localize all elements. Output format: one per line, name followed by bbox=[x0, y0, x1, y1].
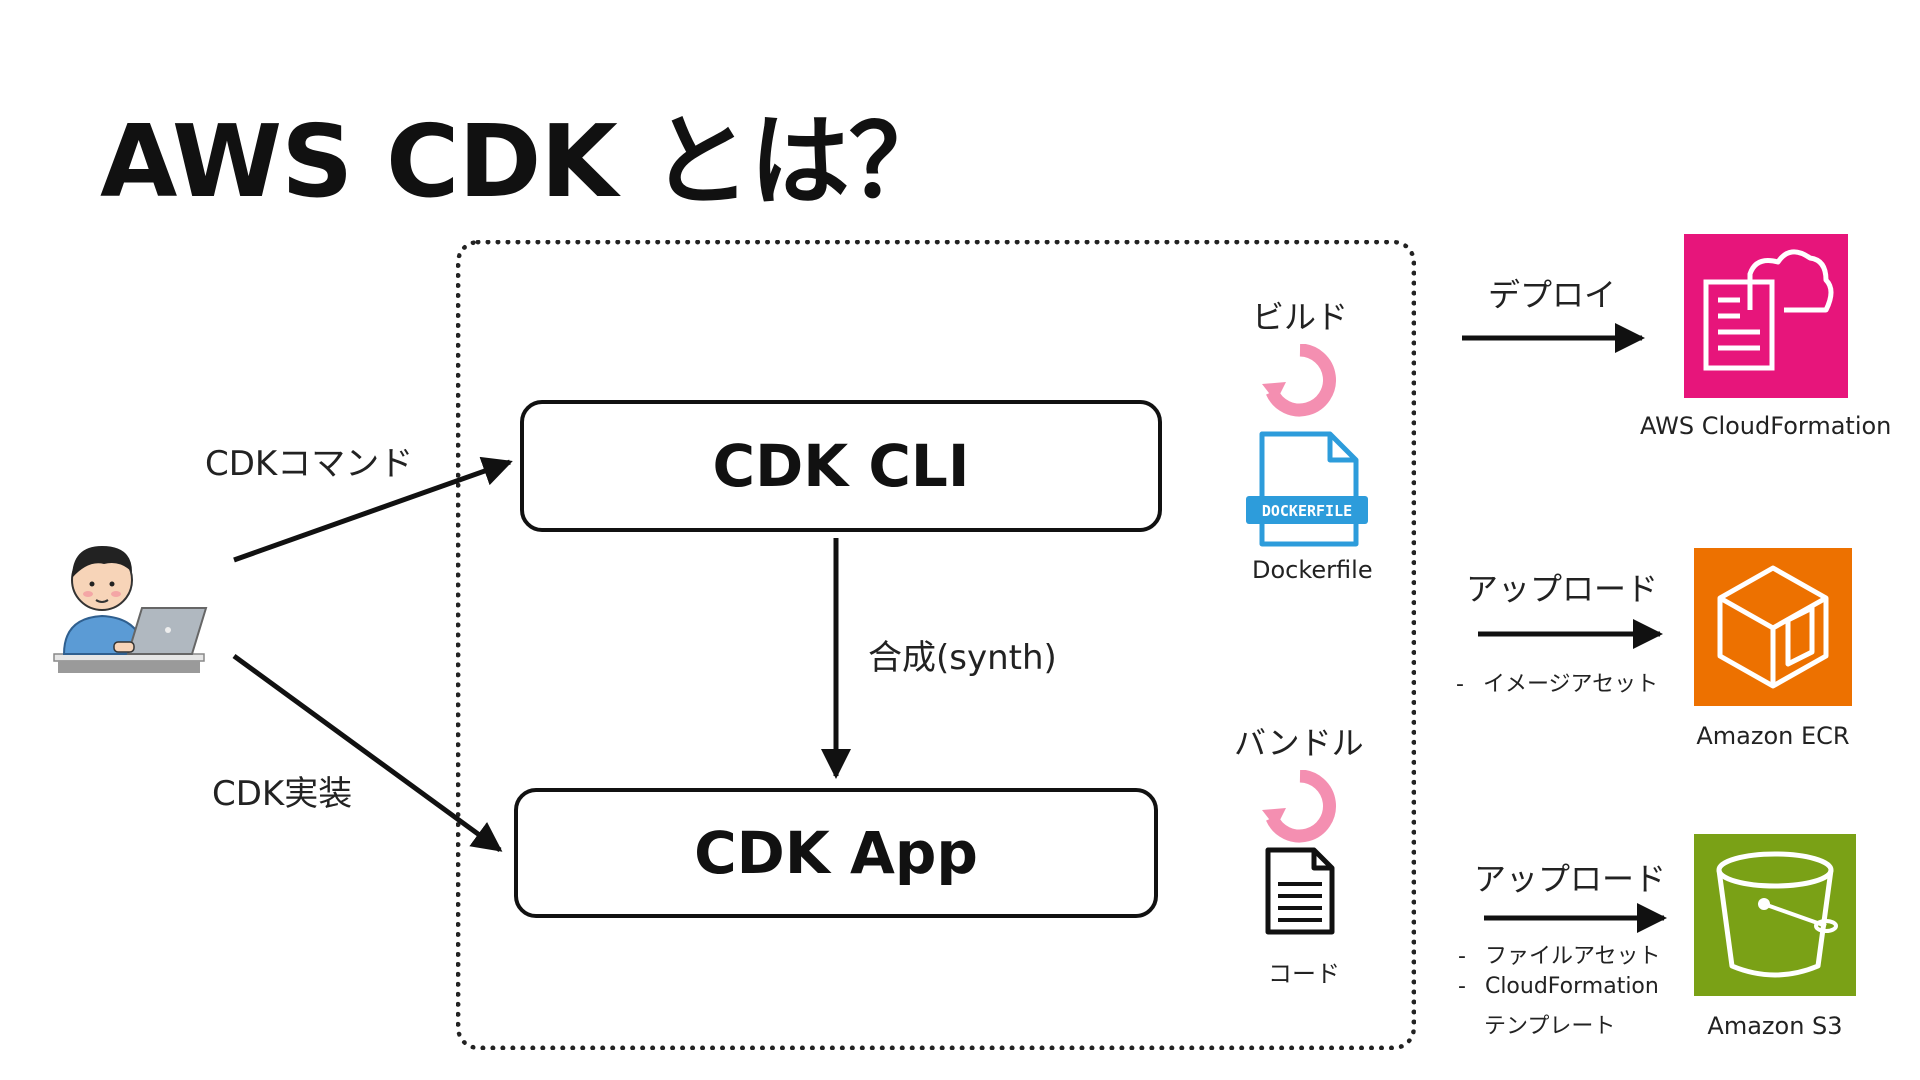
s3-icon bbox=[1694, 834, 1856, 996]
bullet: - bbox=[1458, 974, 1466, 999]
dockerfile-icon bbox=[1246, 431, 1368, 547]
upload-ecr-label: アップロード bbox=[1466, 570, 1659, 608]
impl-arrow bbox=[232, 653, 503, 853]
build-label: ビルド bbox=[1252, 298, 1349, 336]
cdk-command-label: CDKコマンド bbox=[205, 444, 414, 484]
code-caption: コード bbox=[1268, 960, 1340, 988]
cdk-boundary-frame bbox=[456, 240, 1416, 1050]
template-label: テンプレート bbox=[1484, 1014, 1616, 1039]
upload-ecr-sub: - イメージアセット bbox=[1456, 666, 1658, 698]
cloudformation-icon bbox=[1684, 234, 1848, 398]
bundle-cycle-icon bbox=[1262, 770, 1336, 843]
ecr-name: Amazon ECR bbox=[1696, 722, 1850, 750]
synth-label: 合成(synth) bbox=[868, 638, 1057, 678]
upload-s3-label: アップロード bbox=[1474, 860, 1667, 898]
cdk-implementation-label: CDK実装 bbox=[212, 774, 353, 814]
upload-s3-sub-1: - ファイルアセット bbox=[1458, 938, 1661, 970]
file-asset-label: ファイルアセット bbox=[1484, 944, 1661, 969]
dockerfile-badge-text: DOCKERFILE bbox=[1261, 502, 1353, 520]
ecr-icon bbox=[1694, 548, 1852, 706]
cmd-arrow bbox=[233, 456, 513, 563]
bullet: - bbox=[1458, 944, 1466, 969]
page-title: AWS CDK とは？ bbox=[100, 103, 949, 220]
image-asset-label: イメージアセット bbox=[1482, 672, 1659, 697]
cdk-cli-box: CDK CLI bbox=[520, 400, 1162, 532]
code-document-icon bbox=[1265, 847, 1335, 935]
bundle-label: バンドル bbox=[1234, 724, 1364, 762]
cloudformation-name: AWS CloudFormation bbox=[1640, 412, 1892, 440]
deploy-label: デプロイ bbox=[1488, 276, 1617, 314]
upload-s3-sub-2: - CloudFormation bbox=[1458, 974, 1659, 999]
cloudformation-template-label: CloudFormation bbox=[1484, 974, 1659, 999]
developer-icon bbox=[53, 546, 208, 673]
cdk-app-box: CDK App bbox=[514, 788, 1158, 918]
dockerfile-caption: Dockerfile bbox=[1252, 556, 1373, 584]
bullet: - bbox=[1456, 672, 1464, 697]
s3-bg bbox=[1694, 834, 1856, 996]
s3-name: Amazon S3 bbox=[1707, 1012, 1843, 1040]
build-cycle-icon bbox=[1262, 344, 1336, 417]
